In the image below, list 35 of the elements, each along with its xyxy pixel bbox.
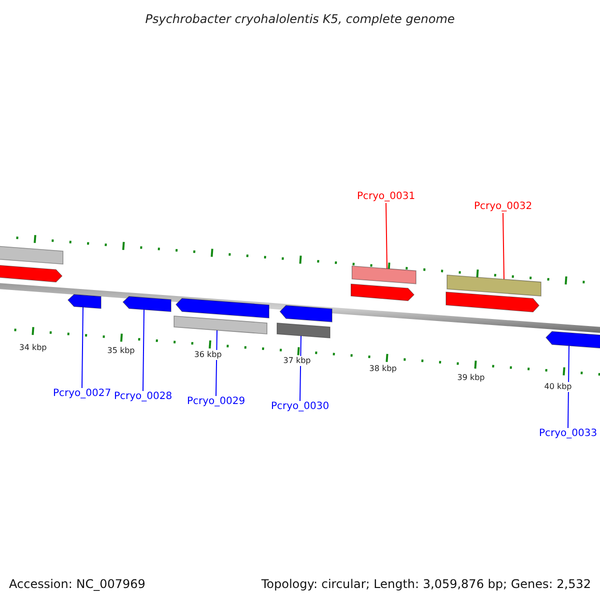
gene-feature-block [280,305,332,323]
gene-label: Pcryo_0029 [186,396,246,408]
gene-bar [352,266,416,285]
scale-label: 39 kbp [457,373,485,383]
genome-summary: Topology: circular; Length: 3,059,876 bp; Genes: 2,532 [261,576,591,593]
gene-label: Pcryo_0028 [114,391,172,403]
gene-label: Pcryo_0033 [538,428,598,440]
leader-line [568,345,570,428]
gene-label: Pcryo_0032 [474,201,532,213]
scale-label: 38 kbp [369,364,397,374]
gene-bar [174,316,267,335]
leader-line [216,330,218,396]
gene-feature-block [176,298,269,319]
gene-feature-block [123,296,171,313]
gene-label: Pcryo_0027 [52,388,112,400]
scale-label: 35 kbp [107,346,135,356]
leader-line [82,306,84,388]
gene-feature-block [446,292,539,313]
leader-line [142,309,144,392]
gene-label: Pcryo_0031 [356,191,416,203]
gene-feature-block [68,294,101,310]
gene-label: Pcryo_0030 [270,401,330,413]
page-title: Psychrobacter cryohalolentis K5, complete genome [144,11,456,28]
gene-bar [447,275,541,298]
scale-label: 36 kbp [194,350,222,360]
gene-feature-block [546,331,600,350]
accession-text: Accession: NC_007969 [9,576,146,593]
scale-label: 37 kbp [283,356,311,366]
gene-bar [0,246,63,266]
leader-line [502,212,504,280]
scale-label: 34 kbp [19,343,47,353]
leader-line [386,202,388,270]
gene-feature-block [351,284,414,302]
gene-bar [277,323,330,339]
scale-label: 40 kbp [544,382,572,392]
